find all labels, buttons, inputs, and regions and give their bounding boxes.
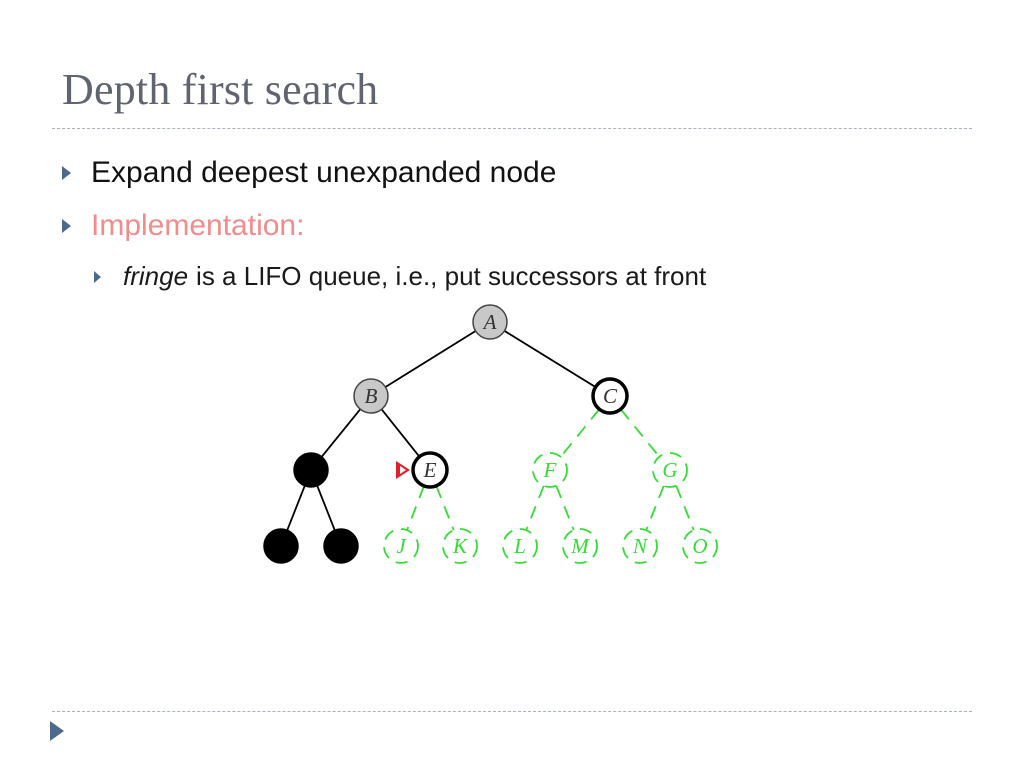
tree-node-l: L	[502, 528, 538, 564]
tree-node-j: J	[383, 528, 419, 564]
node-circle	[652, 452, 688, 488]
node-circle	[532, 452, 568, 488]
node-label: L	[513, 534, 526, 558]
node-circle	[263, 528, 299, 564]
tree-node-n: N	[622, 528, 658, 564]
node-circle	[591, 377, 629, 415]
tree-node-c: C	[591, 377, 629, 415]
node-circle	[293, 452, 329, 488]
tree-edge-a-b	[384, 330, 477, 388]
tree-edge-g-n	[645, 485, 665, 531]
node-label: J	[396, 534, 407, 558]
tree-node-a: A	[472, 304, 508, 340]
tree-edge-d-i	[316, 485, 336, 531]
node-label: O	[692, 534, 707, 558]
pointer-inner	[400, 466, 406, 474]
tree-edge-f-m	[555, 485, 575, 531]
tree-edge-f-l	[525, 485, 545, 531]
node-label: C	[603, 384, 618, 408]
node-label: E	[423, 458, 437, 482]
slide-title: Depth first search	[62, 65, 379, 114]
node-circle	[411, 451, 449, 489]
tree-node-h	[263, 528, 299, 564]
tree-edge-b-d	[321, 408, 361, 458]
tree-edge-c-f	[560, 408, 600, 458]
tree-node-e: E	[396, 451, 449, 489]
tree-node-k: K	[442, 528, 478, 564]
bullet-arrow-icon	[62, 219, 71, 233]
tree-node-d	[293, 452, 329, 488]
tree-edge-e-j	[406, 485, 425, 531]
node-label: F	[543, 458, 557, 482]
node-circle	[353, 378, 389, 414]
tree-node-m: M	[562, 528, 598, 564]
tree-node-o: O	[682, 528, 718, 564]
node-circle	[682, 528, 718, 564]
tree-edge-e-k	[435, 485, 455, 531]
node-circle	[622, 528, 658, 564]
node-circle	[562, 528, 598, 564]
bullet-implementation: Implementation:	[62, 209, 304, 243]
tree-node-g: G	[652, 452, 688, 488]
node-label: G	[662, 458, 677, 482]
tree-edge-b-e	[380, 408, 421, 458]
title-divider	[52, 128, 972, 129]
tree-node-b: B	[353, 378, 389, 414]
footer-divider	[52, 711, 972, 712]
bullet-text: Expand deepest unexpanded node	[91, 156, 557, 189]
node-circle	[442, 528, 478, 564]
node-label: N	[632, 534, 648, 558]
tree-edge-g-o	[675, 485, 695, 531]
fringe-term: fringe	[123, 261, 189, 291]
tree-node-f: F	[532, 452, 568, 488]
node-label: B	[365, 384, 378, 408]
tree-edge-a-c	[503, 330, 597, 388]
bullet-arrow-icon	[94, 270, 101, 283]
node-label: K	[452, 534, 468, 558]
tree-node-i	[323, 528, 359, 564]
node-label: M	[570, 534, 590, 558]
slide-nav-arrow-icon	[50, 721, 64, 741]
node-circle	[472, 304, 508, 340]
tree-edge-d-h	[286, 485, 306, 531]
node-circle	[323, 528, 359, 564]
node-circle	[502, 528, 538, 564]
sub-bullet-fringe: fringe is a LIFO queue, i.e., put succes…	[94, 261, 706, 292]
bullet-expand: Expand deepest unexpanded node	[62, 156, 556, 190]
bullet-text: Implementation:	[91, 209, 305, 242]
tree-edge-c-g	[620, 408, 660, 458]
bullet-arrow-icon	[62, 166, 71, 180]
node-label: A	[482, 310, 497, 334]
sub-bullet-text: is a LIFO queue, i.e., put successors at…	[196, 261, 707, 291]
node-circle	[383, 528, 419, 564]
